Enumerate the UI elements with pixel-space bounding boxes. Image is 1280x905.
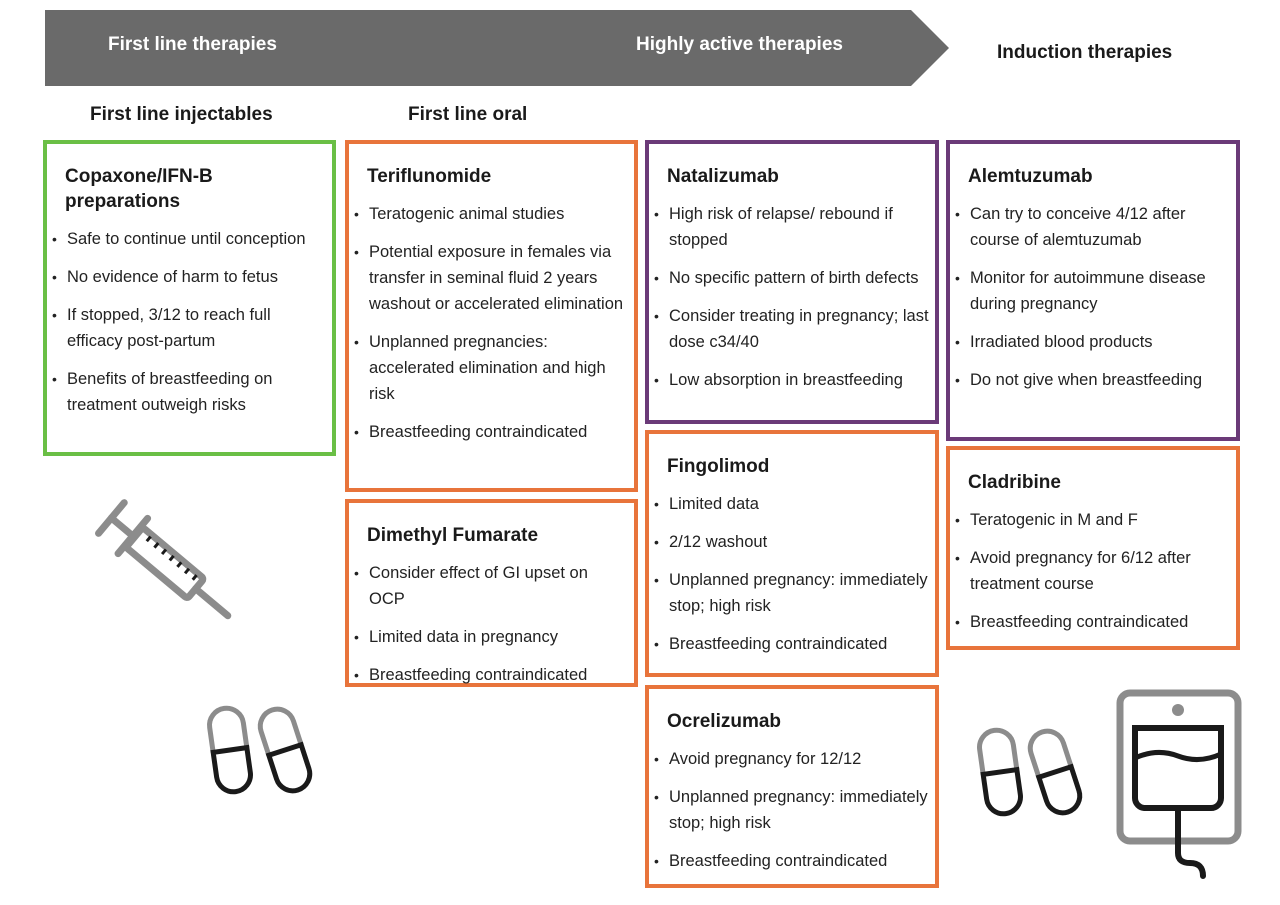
- box-title: Copaxone/IFN-B preparations: [65, 166, 213, 212]
- subheader-oral: First line oral: [408, 104, 528, 125]
- box-fingolimod: Fingolimod Limited data 2/12 washout Unp…: [645, 430, 939, 677]
- box-ocrelizumab: Ocrelizumab Avoid pregnancy for 12/12 Un…: [645, 685, 939, 888]
- list-item: Benefits of breastfeeding on treatment o…: [52, 366, 326, 418]
- list-item: 2/12 washout: [654, 529, 929, 555]
- subheader-injectables: First line injectables: [90, 104, 273, 125]
- box-title: Teriflunomide: [367, 166, 492, 187]
- capsule-pair-icon: [205, 700, 315, 810]
- capsule-pair-icon: [975, 722, 1085, 832]
- list-item: Consider effect of GI upset on OCP: [354, 560, 628, 612]
- list-item: Do not give when breastfeeding: [955, 367, 1230, 393]
- therapy-arrow: [45, 10, 949, 86]
- box-alemtuzumab: Alemtuzumab Can try to conceive 4/12 aft…: [946, 140, 1240, 441]
- list-item: Limited data: [654, 491, 929, 517]
- list-item: Unplanned pregnancy: immediately stop; h…: [654, 784, 929, 836]
- box-title: Fingolimod: [667, 456, 770, 477]
- list-item: Breastfeeding contraindicated: [955, 609, 1230, 635]
- box-natalizumab: Natalizumab High risk of relapse/ reboun…: [645, 140, 939, 424]
- list-item: Avoid pregnancy for 12/12: [654, 746, 929, 772]
- list-item: No specific pattern of birth defects: [654, 265, 929, 291]
- iv-bag-icon: [1115, 688, 1243, 888]
- list-item: Low absorption in breastfeeding: [654, 367, 929, 393]
- list-item: Breastfeeding contraindicated: [354, 419, 628, 445]
- list-item: Teratogenic animal studies: [354, 201, 628, 227]
- header-induction: Induction therapies: [997, 42, 1173, 63]
- list-item: Consider treating in pregnancy; last dos…: [654, 303, 929, 355]
- header-highly-active: Highly active therapies: [636, 34, 843, 55]
- list-item: Unplanned pregnancies: accelerated elimi…: [354, 329, 628, 407]
- list-item: Breastfeeding contraindicated: [654, 631, 929, 657]
- list-item: If stopped, 3/12 to reach full efficacy …: [52, 302, 326, 354]
- box-copaxone: Copaxone/IFN-B preparations Safe to cont…: [43, 140, 336, 456]
- box-title: Ocrelizumab: [667, 711, 782, 732]
- box-teriflunomide: Teriflunomide Teratogenic animal studies…: [345, 140, 638, 492]
- box-title: Natalizumab: [667, 166, 779, 187]
- box-cladribine: Cladribine Teratogenic in M and F Avoid …: [946, 446, 1240, 650]
- list-item: Can try to conceive 4/12 after course of…: [955, 201, 1230, 253]
- list-item: Avoid pregnancy for 6/12 after treatment…: [955, 545, 1230, 597]
- box-dimethyl-fumarate: Dimethyl Fumarate Consider effect of GI …: [345, 499, 638, 688]
- syringe-icon: [85, 488, 245, 643]
- header-first-line: First line therapies: [108, 34, 277, 55]
- list-item: Teratogenic in M and F: [955, 507, 1230, 533]
- list-item: Irradiated blood products: [955, 329, 1230, 355]
- list-item: Limited data in pregnancy: [354, 624, 628, 650]
- list-item: Unplanned pregnancy: immediately stop; h…: [654, 567, 929, 619]
- list-item: Potential exposure in females via transf…: [354, 239, 628, 317]
- list-item: Safe to continue until conception: [52, 226, 326, 252]
- list-item: High risk of relapse/ rebound if stopped: [654, 201, 929, 253]
- list-item: Monitor for autoimmune disease during pr…: [955, 265, 1230, 317]
- list-item: Breastfeeding contraindicated: [654, 848, 929, 874]
- box-title: Cladribine: [968, 472, 1061, 493]
- box-title: Alemtuzumab: [968, 166, 1093, 187]
- list-item: Breastfeeding contraindicated: [354, 662, 628, 688]
- list-item: No evidence of harm to fetus: [52, 264, 326, 290]
- box-title: Dimethyl Fumarate: [367, 525, 539, 546]
